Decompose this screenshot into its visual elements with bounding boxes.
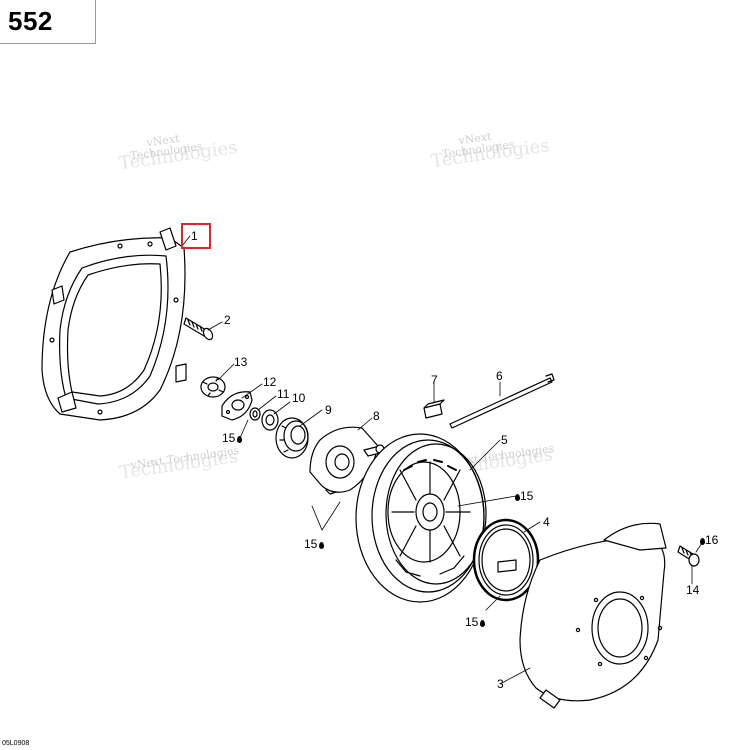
part-6-rod	[449, 373, 555, 429]
part-8-cam-hub	[309, 426, 385, 495]
highlight-callout-box	[181, 223, 211, 249]
lubricant-drop-icon	[515, 494, 520, 501]
part-label-7: 7	[431, 373, 438, 387]
part-label-4: 4	[543, 515, 550, 529]
part-label-12: 12	[263, 375, 277, 389]
part-label-3: 3	[497, 677, 504, 691]
part-label-6: 6	[496, 369, 503, 383]
part-1-bracket-ring	[41, 227, 187, 421]
part-label-15-lube: 15	[513, 490, 533, 502]
part-3-housing	[519, 522, 667, 709]
part-label-11: 11	[277, 387, 290, 401]
lubricant-drop-icon	[237, 436, 243, 443]
lubricant-drop-icon	[480, 620, 486, 627]
part-label-2: 2	[224, 313, 231, 327]
page-number: 552	[8, 6, 53, 36]
part-label-10: 10	[292, 391, 306, 405]
part-4-spring	[472, 518, 540, 602]
part-13-lock-washer	[200, 376, 226, 398]
part-label-8: 8	[373, 409, 380, 423]
drawing-code: 05L0908	[2, 740, 30, 747]
part-11-washer	[249, 407, 261, 421]
part-label-14: 14	[686, 583, 700, 597]
part-label-1: 1	[191, 229, 198, 243]
lubricant-drop-icon	[700, 538, 705, 545]
part-10-bushing	[261, 409, 279, 431]
part-label-15-lube: 15	[222, 432, 243, 444]
part-12-plate	[221, 391, 253, 421]
part-2-screw	[183, 317, 214, 341]
part-7-pin	[423, 399, 445, 419]
leader-lines	[181, 235, 705, 685]
part-label-16-lube: 16	[698, 534, 718, 546]
page-number-box: 552	[0, 0, 96, 44]
part-14-screw	[677, 545, 700, 567]
part-label-5: 5	[501, 433, 508, 447]
lubricant-drop-icon	[319, 542, 325, 549]
part-9-bearing	[275, 417, 309, 459]
part-label-15-lube: 15	[465, 616, 486, 628]
part-label-13: 13	[234, 355, 248, 369]
part-5-pulley	[355, 433, 487, 603]
part-label-9: 9	[325, 403, 332, 417]
part-label-15-lube: 15	[304, 538, 325, 550]
